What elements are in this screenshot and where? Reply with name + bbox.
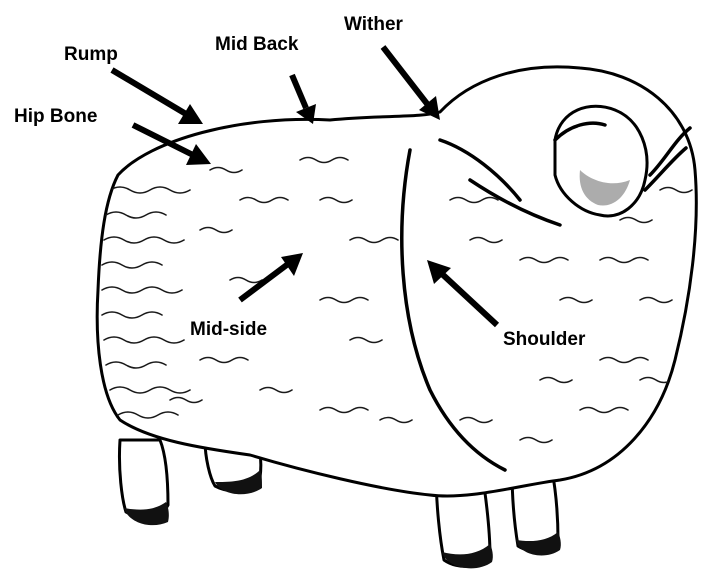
sheep-illustration xyxy=(97,67,696,568)
label-shoulder: Shoulder xyxy=(503,329,586,350)
label-rump: Rump xyxy=(64,44,118,65)
label-mid-back: Mid Back xyxy=(215,34,299,55)
mid-back-arrow xyxy=(292,75,316,124)
label-mid-side: Mid-side xyxy=(190,319,267,340)
label-wither: Wither xyxy=(344,14,404,35)
wither-arrow xyxy=(383,47,440,120)
label-hip-bone: Hip Bone xyxy=(14,106,97,127)
rump-arrow xyxy=(112,70,203,124)
